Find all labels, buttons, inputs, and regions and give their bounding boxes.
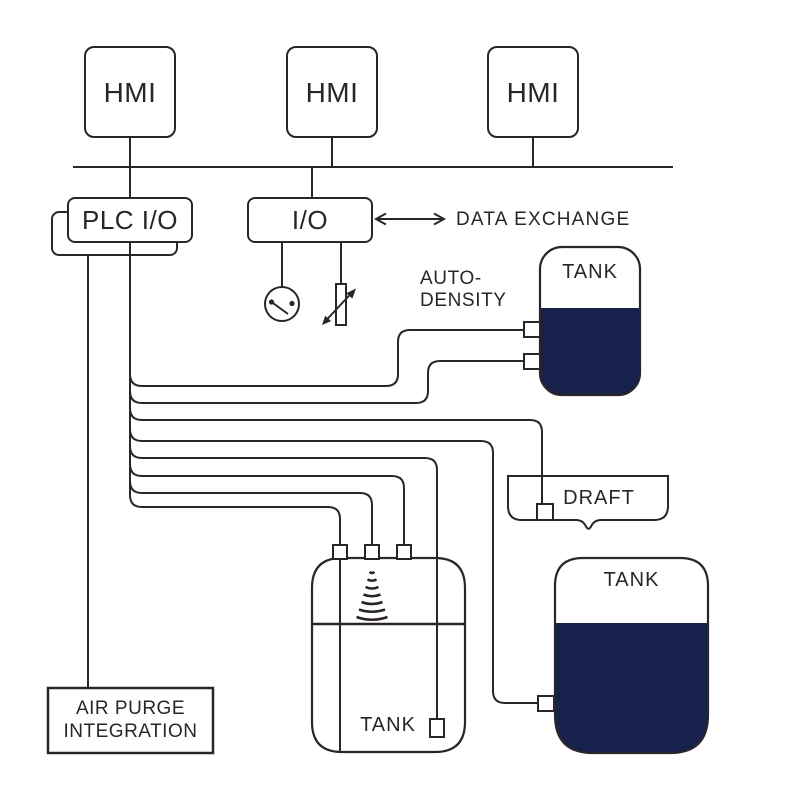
tank-auto-density-sensor-1 [523,321,541,338]
hmi1-label: HMI [103,77,157,108]
transducer-icon [322,242,356,326]
plc-io-label: PLC I/O [82,205,178,235]
middle-tank-nozzle-3 [396,544,412,560]
submerged-sensor [429,718,445,738]
wire-draft-sensor [129,407,543,504]
draft-label: DRAFT [563,487,635,509]
air-purge-label-line1: AIR PURGE [75,698,186,719]
air-purge-label: AIR PURGE INTEGRATION [48,697,213,743]
wire-tank-sensor-1 [129,329,524,387]
io-box [247,197,373,243]
tank-auto-density-label: TANK [562,261,618,283]
wire-submerged-sensor [129,445,438,719]
middle-tank-nozzle-2 [364,544,380,560]
wire-middle-tank-2 [129,480,373,545]
io-label: I/O [291,205,329,235]
ultrasonic-waves-icon [356,570,388,622]
tank-bottom-right [553,556,710,755]
hmi3-label: HMI [506,77,560,108]
auto-density-label-line2: DENSITY [420,290,507,311]
hmi2-label: HMI [305,77,359,108]
wire-middle-tank-1 [129,494,341,545]
data-exchange-label: DATA EXCHANGE [456,209,631,230]
tank-bottom-right-liquid [555,623,708,753]
wire-tank-br-sensor [129,428,538,704]
tank-auto-density [538,245,642,397]
switch-gauge-icon [264,242,300,322]
tank-bottom-right-label: TANK [603,569,660,591]
signal-wire-bundle [129,329,543,751]
wire-middle-tank-3 [129,463,405,545]
tank-br-sensor [537,695,555,712]
wire-tank-sensor-2 [129,360,524,404]
middle-tank-nozzle-1 [332,544,348,560]
draft-sensor [536,503,554,521]
auto-density-label-line1: AUTO- [420,268,482,289]
tank-bottom-middle [310,556,467,754]
tank-auto-density-sensor-2 [523,353,541,370]
auto-density-label: AUTO- DENSITY [420,268,507,312]
air-purge-box [46,686,215,755]
tank-auto-density-liquid [540,308,640,395]
air-purge-label-line2: INTEGRATION [63,721,198,742]
data-exchange-arrow [373,212,447,226]
tank-bottom-middle-label: TANK [360,714,416,736]
